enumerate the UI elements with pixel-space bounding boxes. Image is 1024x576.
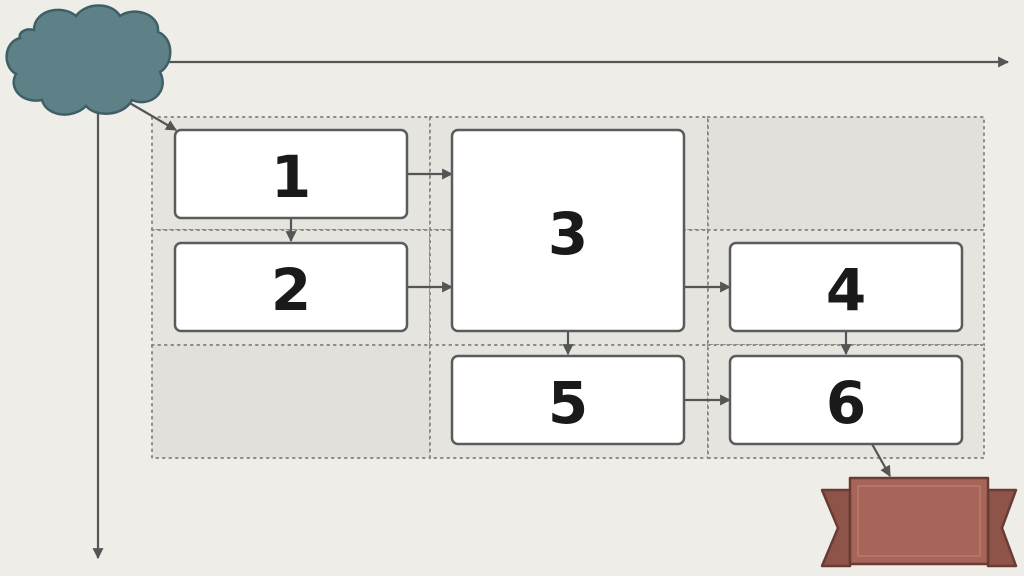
node-6[interactable]: 6: [728, 354, 964, 446]
node-2[interactable]: 2: [173, 241, 409, 333]
node-5-label: 5: [548, 369, 588, 437]
edge-6-banner: [871, 443, 891, 477]
cloud-to-node-1-arrow: [127, 101, 177, 131]
node-4[interactable]: 4: [728, 241, 964, 333]
node-2-label: 2: [271, 256, 311, 324]
node-3-label: 3: [548, 200, 588, 268]
node-1-label: 1: [271, 143, 311, 211]
node-3[interactable]: 3: [450, 128, 686, 333]
grid-cell-r3c1: [151, 344, 431, 459]
edges: [285, 168, 891, 477]
node-6-label: 6: [826, 369, 866, 437]
node-5[interactable]: 5: [450, 354, 686, 446]
cloud-icon: [5, 4, 172, 116]
ribbon-banner-icon: [820, 476, 1018, 568]
node-1[interactable]: 1: [173, 128, 409, 220]
grid-cell-r1c3: [707, 116, 985, 231]
node-4-label: 4: [826, 256, 866, 324]
